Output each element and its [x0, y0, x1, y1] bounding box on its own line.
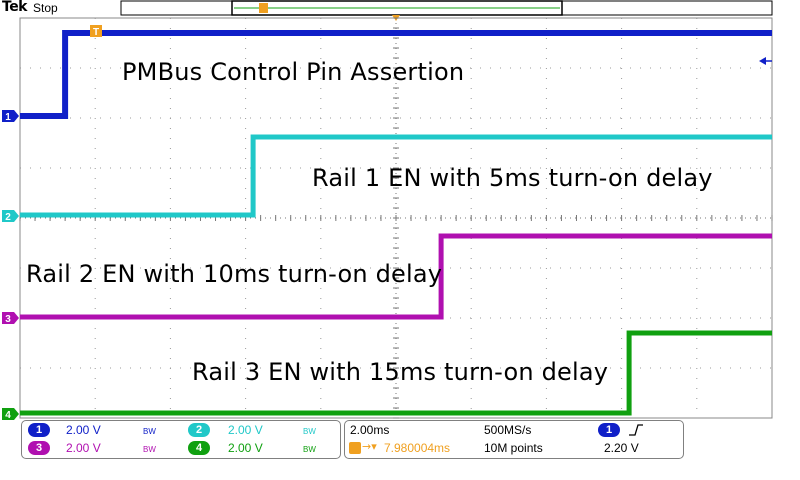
ch3-scale: 2.00 V: [66, 441, 101, 455]
ch2-badge[interactable]: 2: [188, 423, 210, 437]
trigger-marker-label: T: [93, 27, 99, 38]
ch1-trace: [20, 30, 772, 119]
delay-arrow-icon: →▾: [362, 440, 377, 453]
overview-trigger-marker: [259, 3, 268, 13]
trigger-level-icon[interactable]: [759, 57, 766, 65]
ch3-ground-marker[interactable]: [2, 312, 19, 324]
annotation-rail1: Rail 1 EN with 5ms turn-on delay: [312, 164, 713, 192]
ch1-ground-marker[interactable]: [2, 110, 19, 122]
sample-rate: 500MS/s: [484, 423, 532, 437]
timebase-readout-panel[interactable]: [344, 420, 684, 459]
annotation-rail3: Rail 3 EN with 15ms turn-on delay: [192, 358, 609, 386]
annotation-rail2: Rail 2 EN with 10ms turn-on delay: [26, 260, 443, 288]
ch4-badge[interactable]: 4: [188, 441, 210, 455]
horizontal-position: 7.980004ms: [384, 441, 451, 455]
ch4-scale: 2.00 V: [228, 441, 263, 455]
ch2-ground-marker[interactable]: [2, 210, 19, 222]
ch3-marker-label: 3: [5, 314, 11, 325]
ch3-trace: [20, 233, 772, 320]
ch4-marker-label: 4: [5, 410, 11, 421]
record-length: 10M points: [484, 441, 543, 455]
ch1-badge[interactable]: 1: [28, 423, 50, 437]
ch3-badge[interactable]: 3: [28, 441, 50, 455]
ch3-bw-limit: BW: [143, 445, 156, 454]
trigger-marker[interactable]: [90, 25, 102, 37]
horizontal-scale: 2.00ms: [350, 423, 390, 437]
annotation-control-pin: PMBus Control Pin Assertion: [122, 58, 465, 86]
ch4-trace: [20, 330, 772, 416]
ch2-bw-limit: BW: [303, 427, 316, 436]
ch4-bw-limit: BW: [303, 445, 316, 454]
brand-logo: Tek: [2, 0, 28, 15]
trigger-level: 2.20 V: [604, 441, 639, 455]
trigger-position-icon: [349, 442, 361, 454]
ch1-scale: 2.00 V: [66, 423, 101, 437]
ch1-marker-label: 1: [5, 112, 11, 123]
ch2-marker-label: 2: [5, 212, 11, 223]
ch4-ground-marker[interactable]: [2, 408, 19, 420]
trigger-source-badge[interactable]: 1: [598, 423, 620, 437]
rising-edge-icon: [629, 424, 643, 436]
run-state: Stop: [33, 1, 58, 15]
ch2-trace: [20, 134, 772, 218]
ch2-scale: 2.00 V: [228, 423, 263, 437]
channel-readout-panel[interactable]: [21, 420, 341, 459]
ch1-bw-limit: BW: [143, 427, 156, 436]
